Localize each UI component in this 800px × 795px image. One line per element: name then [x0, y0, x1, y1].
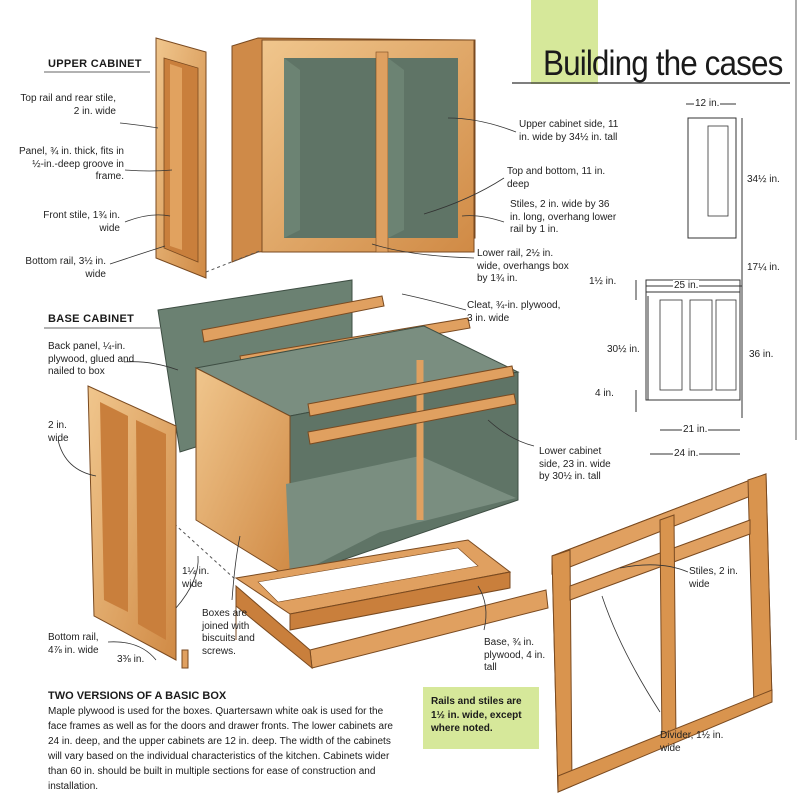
- leader-lines: [57, 117, 689, 713]
- dim-gap: 17¼ in.: [746, 262, 781, 273]
- note-box: Rails and stiles are 1½ in. wide, except…: [423, 687, 539, 749]
- dowel: [181, 649, 189, 669]
- dim-base-side-height: 30½ in.: [606, 344, 641, 355]
- label-stiles-upper: Stiles, 2 in. wide by 36 in. long, overh…: [510, 199, 617, 235]
- title-accent-block: [531, 0, 598, 84]
- shelf-rail-2: [307, 393, 517, 445]
- face-frame: [551, 473, 773, 793]
- base-side-frame: [87, 385, 177, 661]
- upper-assembly-line: [205, 249, 263, 273]
- dim-base-depth: 24 in.: [673, 448, 700, 459]
- label-boxes-joined: Boxes are joined with biscuits and screw…: [202, 608, 255, 657]
- page-title: Building the cases: [543, 44, 783, 83]
- label-lower-side: Lower cabinet side, 23 in. wide by 30½ i…: [539, 446, 611, 482]
- dim-upper-height: 34½ in.: [746, 174, 781, 185]
- note-text: Rails and stiles are 1½ in. wide, except…: [431, 696, 522, 734]
- caption-heading: TWO VERSIONS OF A BASIC BOX: [48, 690, 227, 702]
- label-bottom-rail-base: Bottom rail, 4⅞ in. wide: [48, 632, 99, 656]
- dim-overhang: 1½ in.: [588, 276, 618, 287]
- upper-cabinet-heading: UPPER CABINET: [48, 58, 142, 70]
- cleat-upper: [201, 295, 385, 343]
- dim-base-total-height: 36 in.: [748, 349, 775, 360]
- label-lower-rail: Lower rail, 2½ in. wide, overhangs box b…: [477, 248, 569, 284]
- label-three-eighths: 3⅜ in.: [117, 654, 145, 665]
- label-back-panel: Back panel, ¼-in. plywood, glued and nai…: [48, 341, 135, 377]
- base-platform: [234, 539, 549, 670]
- label-divider: Divider, 1½ in. wide: [660, 730, 724, 754]
- label-stiles-frame: Stiles, 2 in. wide: [689, 566, 738, 590]
- side-view-drawing: [635, 103, 743, 455]
- label-base: Base, ¾ in. plywood, 4 in. tall: [484, 637, 546, 673]
- base-assembly-line: [169, 519, 237, 581]
- dim-base-box-depth: 21 in.: [682, 424, 709, 435]
- label-upper-side: Upper cabinet side, 11 in. wide by 34½ i…: [519, 119, 619, 143]
- label-cleat: Cleat, ¾-in. plywood, 3 in. wide: [467, 300, 561, 324]
- label-front-stile: Front stile, 1¾ in. wide: [43, 210, 120, 234]
- upper-side-frame: [155, 37, 207, 279]
- upper-cabinet-box: [231, 37, 476, 263]
- label-top-bottom: Top and bottom, 11 in. deep: [507, 166, 606, 190]
- dim-upper-depth: 12 in.: [694, 98, 721, 109]
- label-one-quarter-wide: 1¼ in. wide: [182, 566, 210, 590]
- base-cabinet-heading: BASE CABINET: [48, 313, 135, 325]
- dim-base-top-depth: 25 in.: [673, 280, 700, 291]
- label-top-rail: Top rail and rear stile, 2 in. wide: [20, 93, 116, 117]
- dim-toe: 4 in.: [594, 388, 615, 399]
- shelf-rail-1: [307, 365, 515, 417]
- label-two-inch-wide: 2 in. wide: [48, 420, 69, 444]
- label-bottom-rail-upper: Bottom rail, 3½ in. wide: [25, 256, 106, 280]
- label-panel: Panel, ¾ in. thick, fits in ½-in.-deep g…: [18, 146, 124, 182]
- base-cabinet-box: [194, 325, 520, 579]
- caption-body: Maple plywood is used for the boxes. Qua…: [48, 706, 393, 792]
